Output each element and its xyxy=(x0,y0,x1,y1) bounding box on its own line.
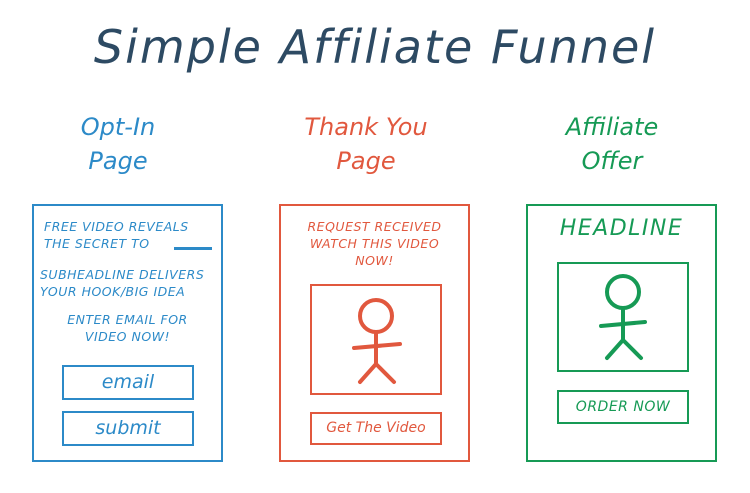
thankyou-msg-line2: WATCH THIS VIDEO xyxy=(309,236,440,251)
offer-heading-line1: Affiliate xyxy=(565,113,659,141)
get-video-button[interactable]: Get The Video xyxy=(310,412,442,445)
headline-blank-line xyxy=(174,247,212,250)
optin-sub-line1: SUBHEADLINE DELIVERS xyxy=(40,267,205,282)
page-title: Simple Affiliate Funnel xyxy=(93,20,657,74)
thankyou-msg-line1: REQUEST RECEIVED xyxy=(307,219,442,234)
offer-video-placeholder[interactable] xyxy=(557,262,689,372)
stick-figure-icon xyxy=(599,274,647,360)
optin-headline-line1: FREE VIDEO REVEALS xyxy=(44,219,189,234)
offer-heading-line2: Offer xyxy=(581,147,643,175)
optin-cta-line1: ENTER EMAIL FOR xyxy=(67,312,188,327)
optin-heading-line2: Page xyxy=(88,147,148,175)
submit-button[interactable]: submit xyxy=(62,411,194,446)
thankyou-heading: Thank You Page xyxy=(266,110,466,178)
optin-cta-line2: VIDEO NOW! xyxy=(84,329,171,344)
thankyou-message: REQUEST RECEIVED WATCH THIS VIDEO NOW! xyxy=(281,218,468,269)
offer-headline: HEADLINE xyxy=(559,216,684,241)
order-now-button[interactable]: ORDER NOW xyxy=(557,390,689,424)
video-placeholder[interactable] xyxy=(310,284,442,395)
email-field[interactable]: email xyxy=(62,365,194,400)
stick-figure-icon xyxy=(352,298,402,384)
thankyou-heading-line1: Thank You xyxy=(304,113,428,141)
thankyou-heading-line2: Page xyxy=(336,147,396,175)
thankyou-msg-line3: NOW! xyxy=(355,253,394,268)
offer-heading: Affiliate Offer xyxy=(512,110,712,178)
optin-sub-line2: YOUR HOOK/BIG IDEA xyxy=(40,284,186,299)
optin-heading: Opt-In Page xyxy=(18,110,218,178)
offer-card: HEADLINE ORDER NOW xyxy=(526,204,717,462)
optin-card: FREE VIDEO REVEALS THE SECRET TO SUBHEAD… xyxy=(32,204,223,462)
optin-headline-line2: THE SECRET TO xyxy=(44,236,150,251)
optin-subheadline: SUBHEADLINE DELIVERS YOUR HOOK/BIG IDEA xyxy=(40,266,220,300)
optin-heading-line1: Opt-In xyxy=(80,113,156,141)
optin-cta-text: ENTER EMAIL FOR VIDEO NOW! xyxy=(34,311,221,345)
optin-headline: FREE VIDEO REVEALS THE SECRET TO xyxy=(44,218,214,252)
thankyou-card: REQUEST RECEIVED WATCH THIS VIDEO NOW! G… xyxy=(279,204,470,462)
